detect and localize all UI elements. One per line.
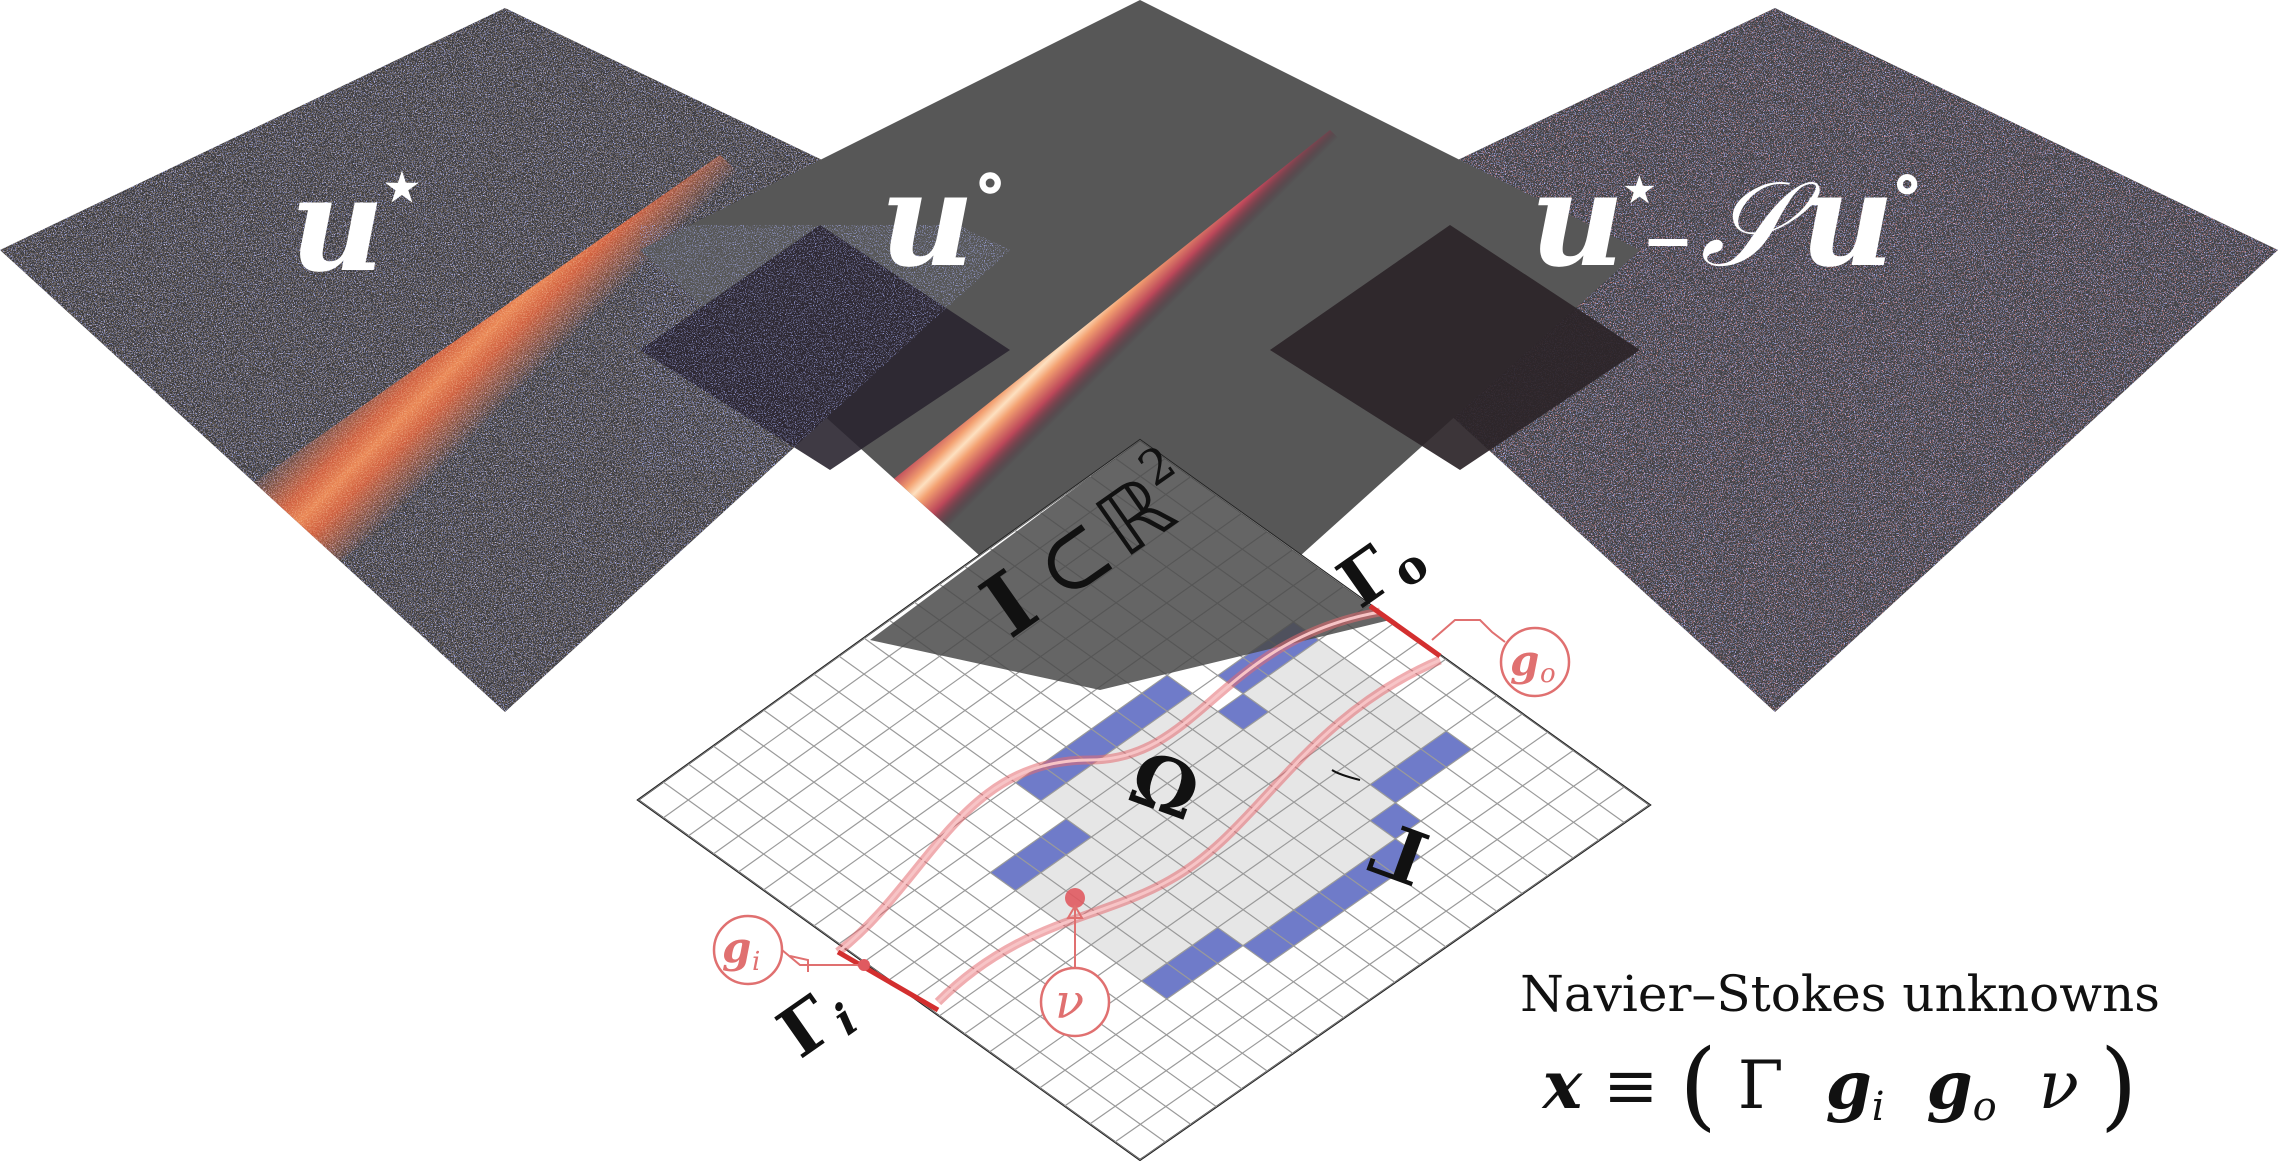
inlet-boundary-line bbox=[836, 949, 940, 1013]
outlet-boundary-line bbox=[1368, 603, 1442, 659]
grid-line bbox=[963, 676, 1472, 1035]
svg-text:⋆: ⋆ bbox=[380, 144, 424, 227]
caption-block: Navier–Stokes unknowns x ≡ ( Γ gi go ν ) bbox=[1450, 965, 2230, 1141]
svg-text:i: i bbox=[752, 947, 760, 977]
svg-text:∘: ∘ bbox=[972, 139, 1008, 222]
svg-text:o: o bbox=[1540, 659, 1556, 689]
caption-equation: x ≡ ( Γ gi go ν ) bbox=[1542, 1029, 2138, 1141]
callout-g-o: g o bbox=[1431, 619, 1571, 698]
grid-line bbox=[888, 622, 1396, 981]
grid-line bbox=[913, 640, 1421, 999]
label-residual: u ⋆ − 𝒮 u ∘ bbox=[1530, 143, 1924, 296]
svg-text:⋆: ⋆ bbox=[1620, 152, 1659, 225]
grid-line bbox=[1039, 731, 1549, 1089]
caption-title: Navier–Stokes unknowns bbox=[1520, 965, 2160, 1023]
callout-nu: ν bbox=[1039, 888, 1111, 1038]
grid-line bbox=[1114, 786, 1625, 1143]
svg-text:g: g bbox=[1510, 636, 1539, 685]
grid-line bbox=[1064, 749, 1574, 1107]
panel-reconstruction bbox=[640, 0, 1640, 700]
svg-text:∘: ∘ bbox=[1890, 143, 1924, 221]
callout-g-i: g i bbox=[712, 914, 870, 986]
svg-text:−: − bbox=[1642, 204, 1694, 277]
label-u-star: u ⋆ bbox=[290, 144, 424, 301]
svg-text:u: u bbox=[1530, 143, 1625, 296]
svg-text:g: g bbox=[722, 923, 751, 972]
svg-text:u: u bbox=[1800, 143, 1895, 296]
grid-line bbox=[1089, 768, 1600, 1125]
label-u-circle: u ∘ bbox=[880, 139, 1008, 296]
svg-text:u: u bbox=[290, 148, 385, 301]
computational-grid bbox=[636, 438, 1652, 1161]
svg-text:u: u bbox=[880, 143, 975, 296]
label-gamma-i: Γ i bbox=[764, 981, 867, 1074]
svg-text:ν: ν bbox=[1055, 974, 1084, 1030]
grid-line bbox=[938, 658, 1447, 1017]
